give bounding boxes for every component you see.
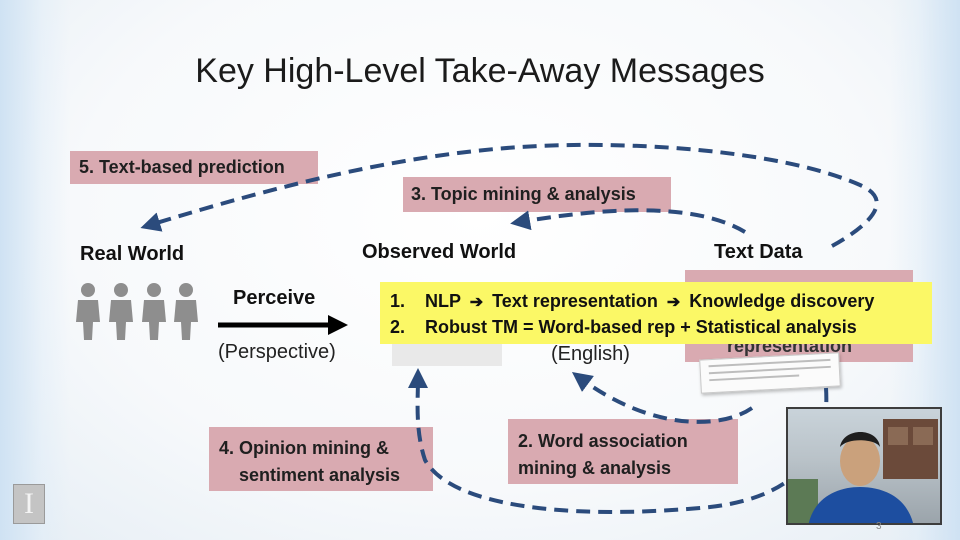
label-real-world: Real World [80,243,185,265]
item1-nlp: NLP [425,291,461,311]
slide-title: Key High-Level Take-Away Messages [195,52,765,90]
arrow-opinion [407,368,829,514]
label-text-data: Text Data [714,241,803,263]
arrow-word-association [571,372,754,424]
right-arrow-icon: ➔ [469,294,484,311]
label-perceive: Perceive [233,287,316,309]
presenter-silhouette [788,419,938,523]
message-item-2: 2. Robust TM = Word-based rep + Statisti… [390,314,932,340]
item2-robust-tm: Robust TM = Word-based rep + Statistical… [425,317,857,337]
label-english: (English) [551,343,630,365]
left-decoration [0,0,70,540]
box-word-line2: mining & analysis [518,458,672,478]
page-number: 3 [876,521,882,532]
label-perspective: (Perspective) [218,341,336,363]
box-topic-label: 3. Topic mining & analysis [411,184,636,204]
item1-text-representation: Text representation [492,291,658,311]
box-opinion-mining: 4. Opinion mining & sentiment analysis [209,427,433,491]
university-logo-icon: I [13,484,45,524]
box-word-association: 2. Word association mining & analysis [508,419,738,484]
box-word-line1: 2. Word association [518,431,688,451]
right-arrow-icon: ➔ [666,294,681,311]
box-opinion-line2: sentiment analysis [239,465,401,485]
box-topic-mining: 3. Topic mining & analysis [403,177,671,212]
box-opinion-line1: 4. Opinion mining & [219,438,389,458]
arrow-topic [510,208,747,234]
box-text-based-prediction: 5. Text-based prediction [70,151,318,184]
box-prediction-label: 5. Text-based prediction [79,157,285,177]
item1-knowledge-discovery: Knowledge discovery [689,291,875,311]
label-observed-world: Observed World [362,241,517,263]
message-item-1: 1. NLP ➔ Text representation ➔ Knowledge… [390,288,932,314]
arrow-prediction [140,142,879,248]
people-icons [76,283,198,340]
presenter-webcam-video [786,407,942,525]
observed-world-image [392,340,502,366]
item1-number: 1. [390,291,406,311]
key-messages-highlight: 1. NLP ➔ Text representation ➔ Knowledge… [380,282,932,344]
item2-number: 2. [390,317,406,337]
